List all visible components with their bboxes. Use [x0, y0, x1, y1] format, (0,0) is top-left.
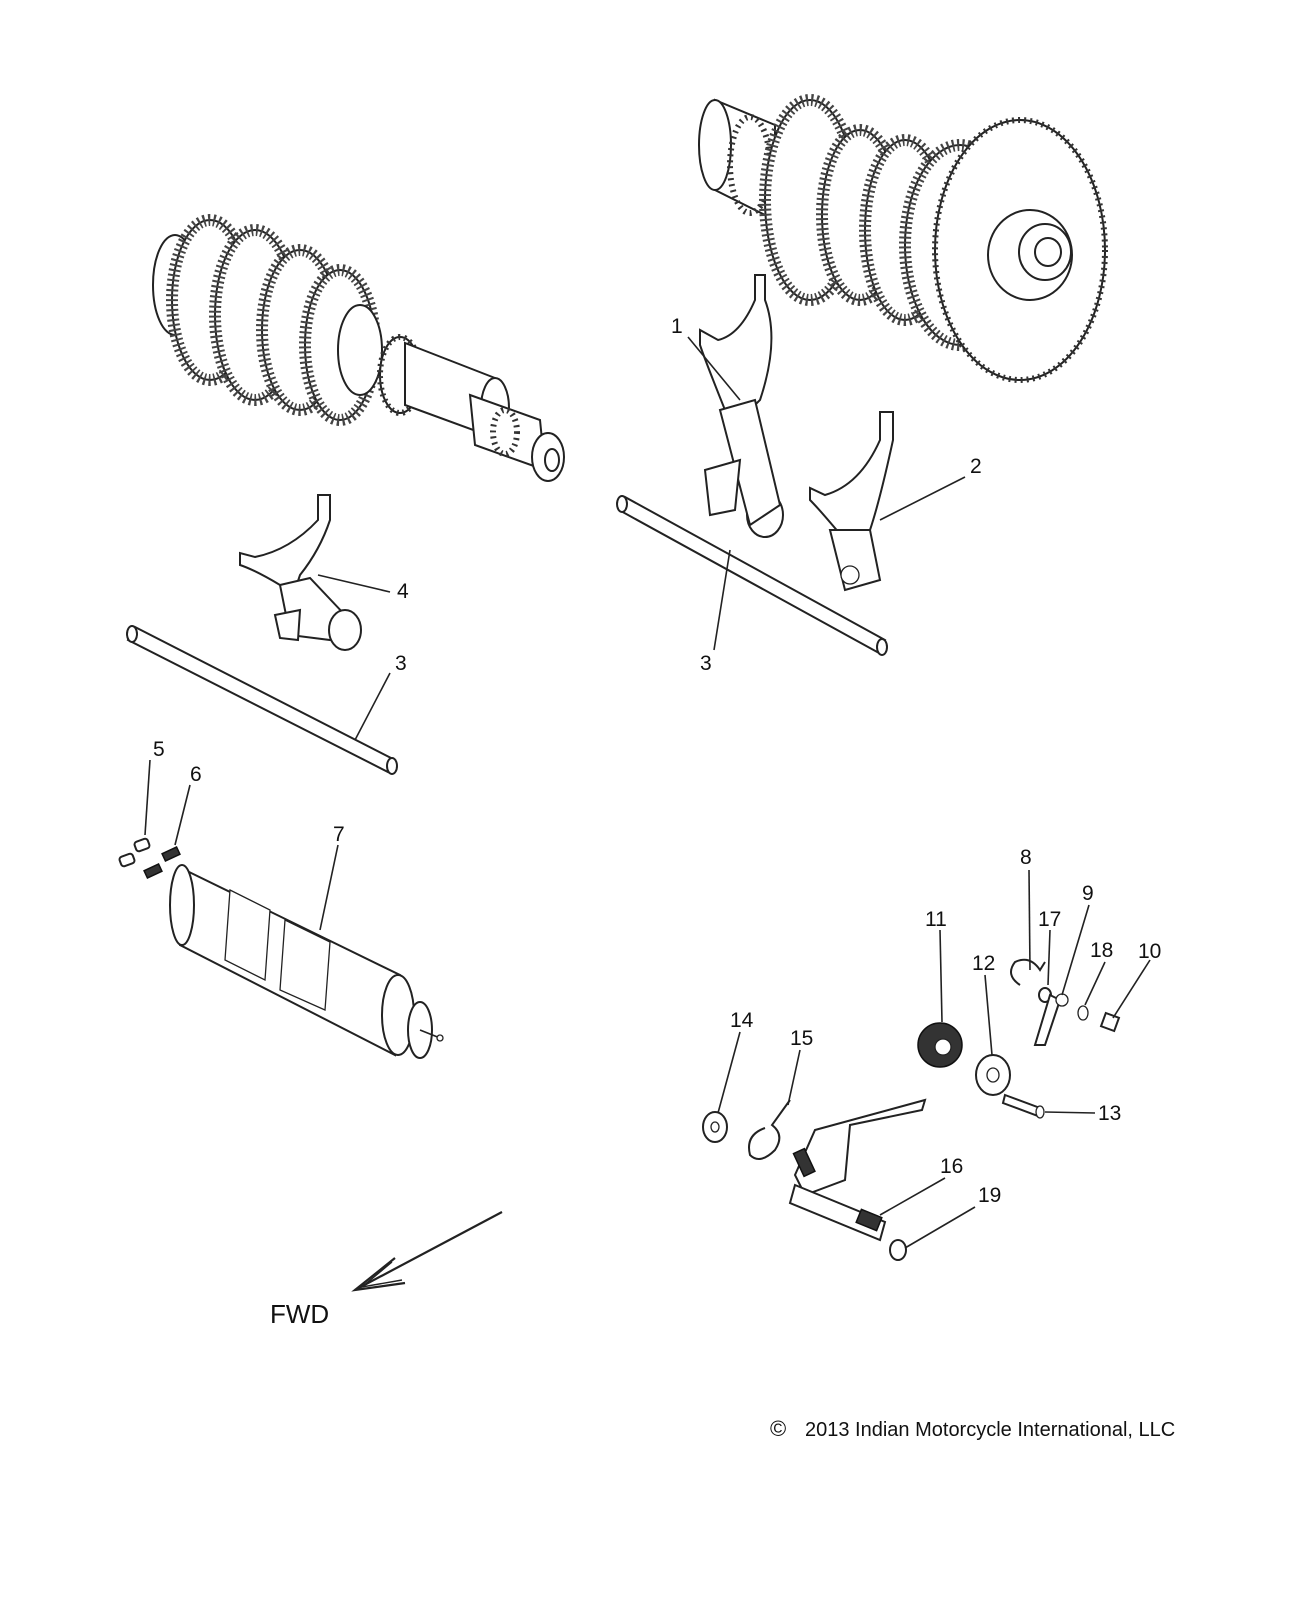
callout-6: 6 — [190, 763, 202, 786]
shift-mechanism — [702, 958, 1121, 1261]
callout-5: 5 — [153, 738, 165, 761]
callout-17: 17 — [1038, 908, 1061, 931]
shift-rod-left — [126, 625, 398, 775]
callout-15: 15 — [790, 1027, 813, 1050]
callout-18: 18 — [1090, 939, 1113, 962]
callouts: 1 2 3 3 4 5 6 7 8 9 10 11 12 13 14 15 16… — [153, 315, 1161, 1207]
gear-cluster-right — [698, 94, 1108, 383]
shift-fork-4 — [239, 494, 362, 651]
forward-arrow: FWD — [270, 1211, 503, 1329]
shift-drum — [169, 864, 444, 1059]
callout-10: 10 — [1138, 940, 1161, 963]
callout-1: 1 — [671, 315, 683, 338]
copyright-symbol: © — [770, 1416, 786, 1441]
detent-pins — [118, 837, 181, 880]
copyright-text: 2013 Indian Motorcycle International, LL… — [805, 1419, 1175, 1441]
fwd-label: FWD — [270, 1299, 329, 1329]
callout-14: 14 — [730, 1009, 754, 1032]
shift-rod-right — [616, 495, 888, 656]
callout-7: 7 — [333, 823, 345, 846]
copyright-notice: © 2013 Indian Motorcycle International, … — [770, 1416, 1175, 1441]
shift-fork-2 — [809, 411, 894, 592]
callout-13: 13 — [1098, 1102, 1121, 1125]
gear-cluster-left — [152, 214, 565, 482]
callout-9: 9 — [1082, 882, 1094, 905]
leader-lines — [144, 336, 1151, 1249]
callout-3-right: 3 — [700, 652, 712, 675]
callout-3-left: 3 — [395, 652, 407, 675]
callout-19: 19 — [978, 1184, 1001, 1207]
callout-4: 4 — [397, 580, 409, 603]
shift-fork-1 — [699, 274, 784, 538]
callout-8: 8 — [1020, 846, 1032, 869]
callout-16: 16 — [940, 1155, 963, 1178]
callout-12: 12 — [972, 952, 995, 975]
callout-11: 11 — [925, 908, 947, 931]
callout-2: 2 — [970, 455, 982, 478]
